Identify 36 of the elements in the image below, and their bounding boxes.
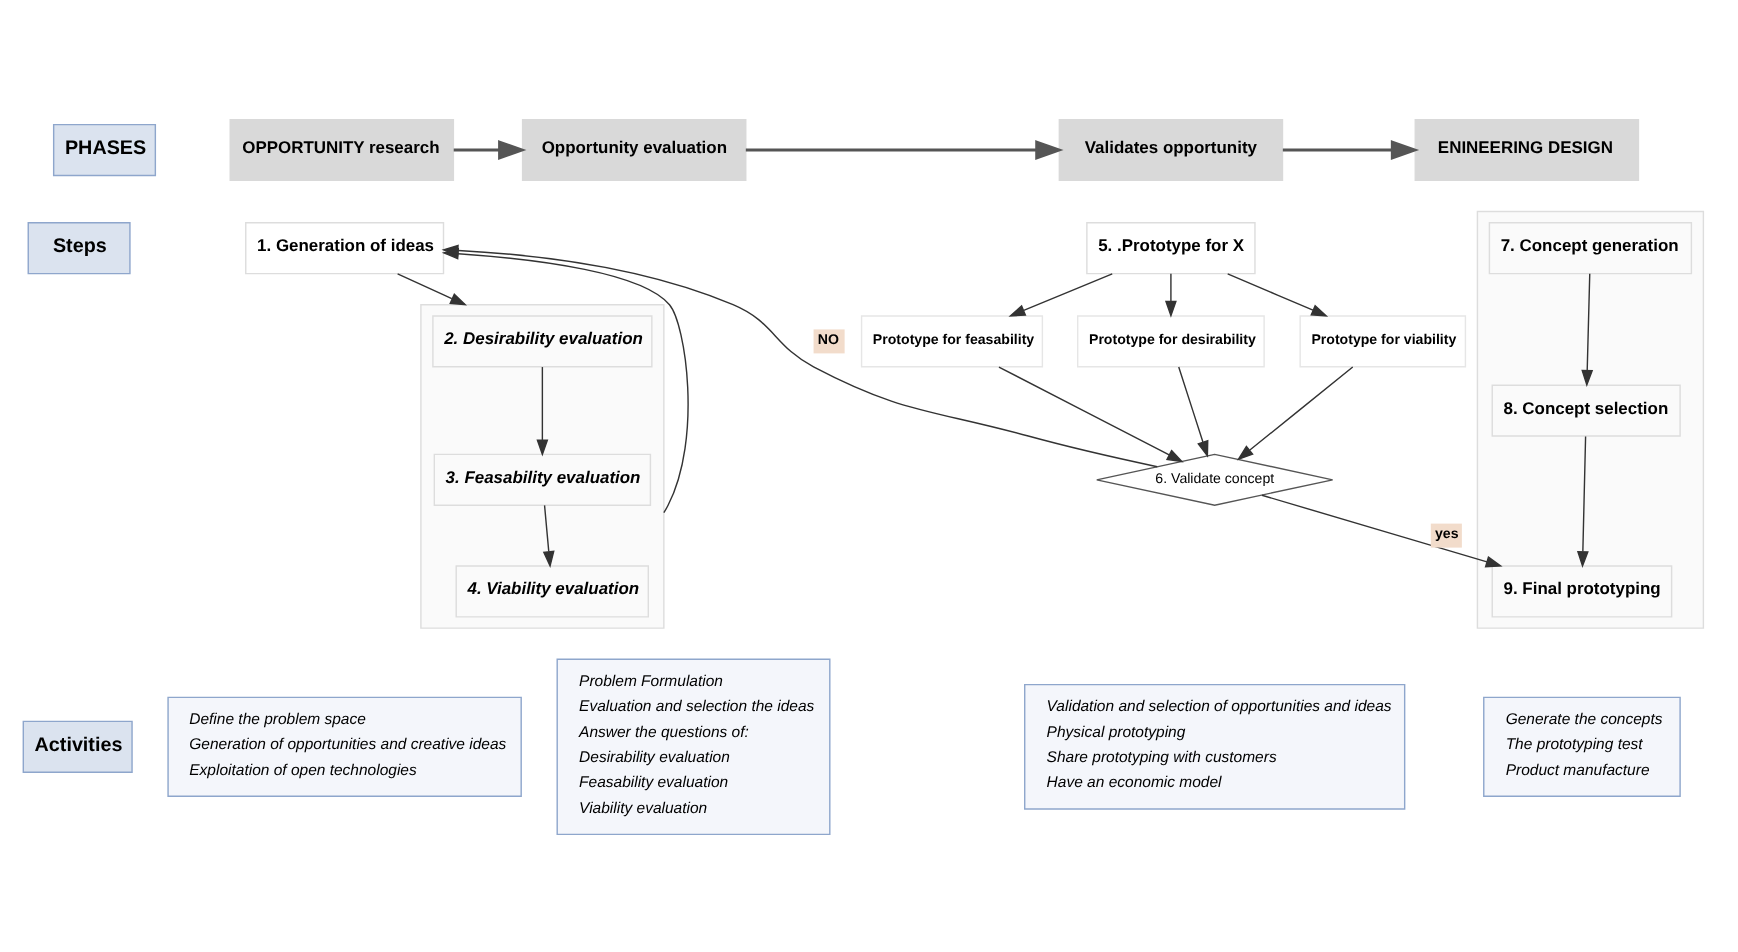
node-box: 5. .Prototype for X bbox=[1086, 221, 1256, 274]
node-box: 9. Final prototyping bbox=[1491, 564, 1673, 617]
node-box: Generate the concepts The prototyping test Product manufacture bbox=[1483, 695, 1681, 796]
node-box: PHASES bbox=[52, 122, 157, 176]
node-box: Activities bbox=[22, 719, 133, 772]
node-box: Problem Formulation Evaluation and selection the ideas Answer the questions of: Desirability evaluation Feasability evaluation Viability evaluation bbox=[556, 657, 831, 835]
node-box: ENINEERING DESIGN bbox=[1414, 117, 1640, 181]
arrow bbox=[745, 139, 1064, 159]
node-box: Opportunity evaluation bbox=[521, 117, 747, 181]
arrow bbox=[1282, 139, 1420, 159]
node-box: OPPORTUNITY research bbox=[229, 117, 455, 181]
node-box: Steps bbox=[27, 221, 131, 274]
arrow bbox=[1236, 365, 1354, 460]
arrow bbox=[1164, 272, 1177, 317]
node-box: Validation and selection of opportunities and ideas Physical prototyping Share prototyping with customers Have an economic model bbox=[1024, 682, 1406, 809]
node-box: 7. Concept generation bbox=[1488, 221, 1693, 274]
node-box: 8. Concept selection bbox=[1491, 383, 1681, 436]
arrow bbox=[1178, 365, 1209, 457]
node-box: Validates opportunity bbox=[1058, 117, 1284, 181]
arrow bbox=[1576, 434, 1589, 568]
arrow bbox=[536, 365, 549, 456]
node-box: 1. Generation of ideas bbox=[245, 221, 445, 274]
arrow bbox=[396, 272, 468, 305]
node-box: 2. Desirability evaluation bbox=[432, 314, 653, 367]
node-box: Define the problem space Generation of opportunities and creative ideas Exploitation of open technologies bbox=[167, 695, 522, 796]
arrow bbox=[542, 503, 555, 568]
arrow bbox=[1581, 272, 1594, 386]
cluster bbox=[420, 302, 665, 628]
arrow bbox=[453, 139, 527, 159]
cluster bbox=[1476, 209, 1705, 628]
arrow bbox=[1261, 493, 1503, 567]
arrow bbox=[998, 365, 1184, 462]
node-box: 4. Viability evaluation bbox=[455, 564, 649, 617]
node-box: 3. Feasability evaluation bbox=[433, 452, 652, 505]
arrow bbox=[1227, 272, 1329, 316]
arrow bbox=[1008, 272, 1113, 316]
